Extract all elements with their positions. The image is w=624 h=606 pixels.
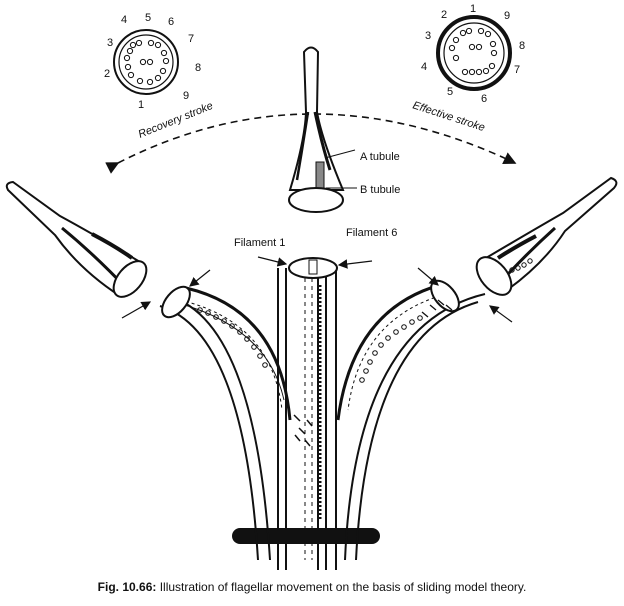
filament-6-label: Filament 6 <box>346 227 397 239</box>
figure-caption: Fig. 10.66: Illustration of flagellar mo… <box>0 580 624 594</box>
recovery-stroke-label: Recovery stroke <box>137 100 215 141</box>
right-cell <box>475 176 618 296</box>
left-num-2: 2 <box>104 68 110 80</box>
filament-6-arrow <box>337 259 373 269</box>
left-num-6: 6 <box>168 16 174 28</box>
filament-1-label: Filament 1 <box>234 237 285 249</box>
caption-text: Illustration of flagellar movement on th… <box>156 580 527 594</box>
left-cell <box>5 180 148 298</box>
central-flagellum <box>277 257 338 570</box>
cross-section-left-numbers: 1 2 3 4 5 6 7 8 9 <box>104 12 201 111</box>
right-num-9: 9 <box>504 10 510 22</box>
left-bending-flagellum <box>159 285 292 561</box>
right-num-1: 1 <box>470 3 476 15</box>
left-num-7: 7 <box>188 33 194 45</box>
left-filament-arrow <box>121 301 152 319</box>
left-num-3: 3 <box>107 37 113 49</box>
figure-number: Fig. 10.66: <box>97 580 157 594</box>
cross-section-right <box>436 15 512 91</box>
left-num-4: 4 <box>121 14 127 26</box>
right-top-arrow <box>417 267 439 286</box>
left-num-9: 9 <box>183 90 189 102</box>
cross-section-left <box>113 29 179 95</box>
left-num-1: 1 <box>138 99 144 111</box>
filament-1-arrow <box>257 256 288 267</box>
left-num-5: 5 <box>145 12 151 24</box>
right-num-8: 8 <box>519 40 525 52</box>
right-filament-arrow <box>489 305 513 323</box>
top-cell <box>288 46 345 213</box>
left-top-arrow <box>189 269 211 287</box>
right-num-2: 2 <box>441 9 447 21</box>
right-num-5: 5 <box>447 86 453 98</box>
right-num-7: 7 <box>514 64 520 76</box>
right-num-6: 6 <box>481 93 487 105</box>
b-tubule-label: B tubule <box>360 184 400 196</box>
right-num-4: 4 <box>421 61 427 73</box>
cross-section-right-numbers: 1 2 3 4 5 6 7 8 9 <box>421 3 525 105</box>
a-tubule-label: A tubule <box>360 151 400 163</box>
right-num-3: 3 <box>425 30 431 42</box>
left-num-8: 8 <box>195 62 201 74</box>
stroke-arc-arrow <box>105 113 517 174</box>
right-bending-flagellum <box>336 279 486 561</box>
